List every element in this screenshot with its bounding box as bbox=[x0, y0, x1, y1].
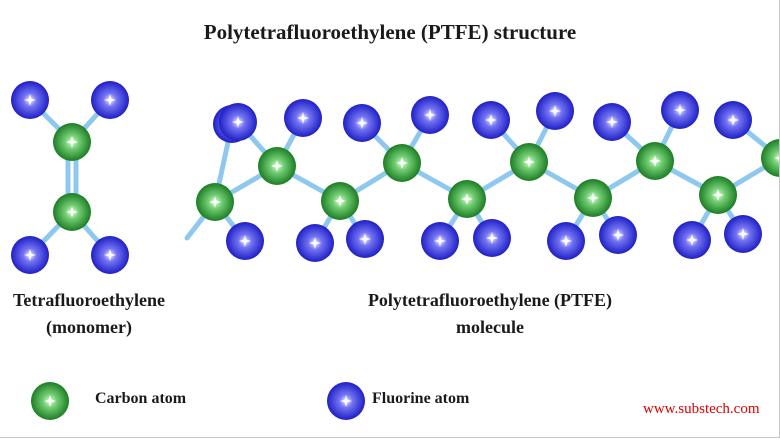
atom-highlight bbox=[485, 114, 497, 126]
atom-highlight bbox=[727, 114, 739, 126]
atom-highlight bbox=[340, 395, 352, 407]
atom-highlight bbox=[774, 152, 780, 164]
atom-highlight bbox=[66, 206, 78, 218]
atom-highlight bbox=[44, 395, 56, 407]
atom-highlight bbox=[674, 104, 686, 116]
polymer-name: Polytetrafluoroethylene (PTFE) bbox=[367, 290, 613, 310]
atom-highlight bbox=[239, 235, 251, 247]
atom-highlight bbox=[523, 156, 535, 168]
legend-fluorine-label: Fluorine atom bbox=[372, 390, 470, 407]
atom-highlight bbox=[686, 234, 698, 246]
atom-highlight bbox=[334, 195, 346, 207]
diagram-title: Polytetrafluoroethylene (PTFE) structure bbox=[203, 20, 577, 44]
polymer-caption: molecule bbox=[456, 317, 524, 337]
atom-highlight bbox=[424, 109, 436, 121]
atom-highlight bbox=[209, 196, 221, 208]
monomer-label: Tetrafluoroethylene (monomer) bbox=[0, 287, 180, 341]
atom-highlight bbox=[104, 249, 116, 261]
atom-highlight bbox=[24, 94, 36, 106]
atom-highlight bbox=[712, 189, 724, 201]
atom-highlight bbox=[232, 116, 244, 128]
legend-carbon-label: Carbon atom bbox=[95, 390, 187, 407]
atom-highlight bbox=[606, 116, 618, 128]
monomer-caption: (monomer) bbox=[46, 317, 132, 337]
atom-highlight bbox=[434, 235, 446, 247]
atom-highlight bbox=[297, 112, 309, 124]
atom-highlight bbox=[649, 155, 661, 167]
atom-highlight bbox=[587, 192, 599, 204]
polymer-label: Polytetrafluoroethylene (PTFE) molecule bbox=[320, 287, 660, 341]
atom-highlight bbox=[359, 233, 371, 245]
atom-highlight bbox=[737, 228, 749, 240]
chain-carbon-atom bbox=[761, 139, 780, 177]
atom-highlight bbox=[560, 235, 572, 247]
atom-highlight bbox=[104, 94, 116, 106]
atom-highlight bbox=[549, 105, 561, 117]
atom-highlight bbox=[66, 136, 78, 148]
atom-highlight bbox=[486, 232, 498, 244]
atom-highlight bbox=[461, 193, 473, 205]
website-watermark: www.substech.com bbox=[643, 401, 760, 417]
atom-highlight bbox=[271, 160, 283, 172]
atom-highlight bbox=[396, 157, 408, 169]
atom-highlight bbox=[612, 229, 624, 241]
monomer-name: Tetrafluoroethylene bbox=[13, 290, 165, 310]
atom-highlight bbox=[356, 117, 368, 129]
atom-highlight bbox=[309, 237, 321, 249]
atom-highlight bbox=[24, 249, 36, 261]
